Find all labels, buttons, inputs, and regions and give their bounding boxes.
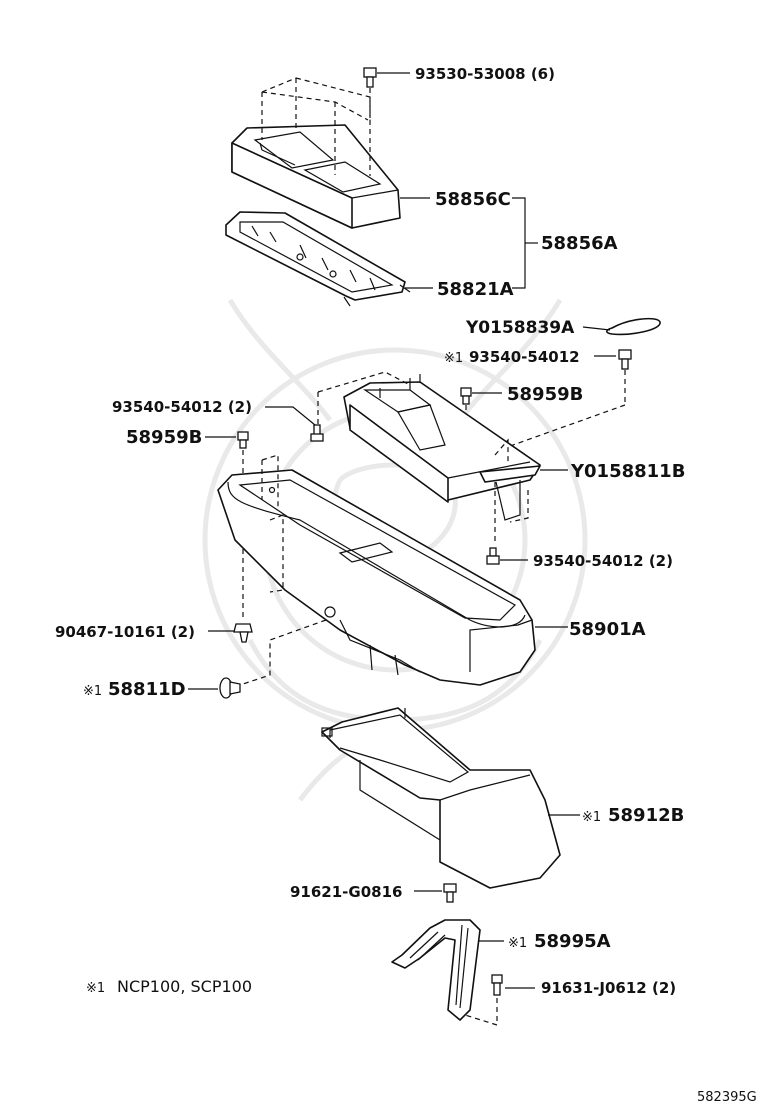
label-58995a: 58995A [534,931,611,952]
clip-58811d-icon [188,677,241,699]
console-body-58901a [217,454,568,686]
diagram-code: 582395G [697,1090,757,1105]
tray-y0158811b [317,371,568,545]
label-58912b: 58912B [608,805,684,826]
bolt-91621-icon [414,883,457,903]
label-58901a: 58901A [569,619,646,640]
bolt-91631-icon [464,974,535,1026]
bolt-93540-top-icon [484,349,632,456]
lower-panel-58912b [321,707,580,889]
bolt-93540-right-icon [486,547,528,565]
assembly-bracket-lines [400,197,538,289]
note-mark-93540-top: ※1 [444,351,463,366]
label-93530-53008: 93530-53008 (6) [415,65,555,83]
label-y0158839a: Y0158839A [465,318,575,338]
footnote: ※1 NCP100, SCP100 [86,977,252,996]
label-93540-54012-left: 93540-54012 (2) [112,398,252,416]
label-y0158811b: Y0158811B [570,461,685,482]
note-mark-58912b: ※1 [582,810,601,825]
label-58811d: 58811D [108,679,186,700]
label-58959b-right: 58959B [507,384,583,405]
footnote-mark: ※1 [86,981,105,996]
bolt-93540-left-icon [265,406,324,442]
label-91621-g0816: 91621-G0816 [290,883,402,901]
pad-y0158839a [582,317,661,336]
label-90467-10161: 90467-10161 (2) [55,623,195,641]
bolt-93530-icon [363,67,410,118]
label-58856c: 58856C [435,189,511,210]
label-58856a: 58856A [541,233,618,254]
label-58959b-left: 58959B [126,427,202,448]
clip-90467-icon [208,623,253,643]
note-mark-58995a: ※1 [508,936,527,951]
footnote-text: NCP100, SCP100 [117,977,252,996]
label-91631-j0612: 91631-J0612 (2) [541,979,676,997]
console-box-58856c [231,124,401,229]
bracket-58821a [225,211,411,307]
label-93540-54012-top: 93540-54012 [469,348,580,366]
label-58821a: 58821A [437,279,514,300]
note-mark-58811d: ※1 [83,684,102,699]
label-93540-54012-right: 93540-54012 (2) [533,552,673,570]
part-labels: 93530-53008 (6) 58856C 58856A 58821A Y01… [55,65,685,997]
bracket-58995a [391,919,504,1021]
